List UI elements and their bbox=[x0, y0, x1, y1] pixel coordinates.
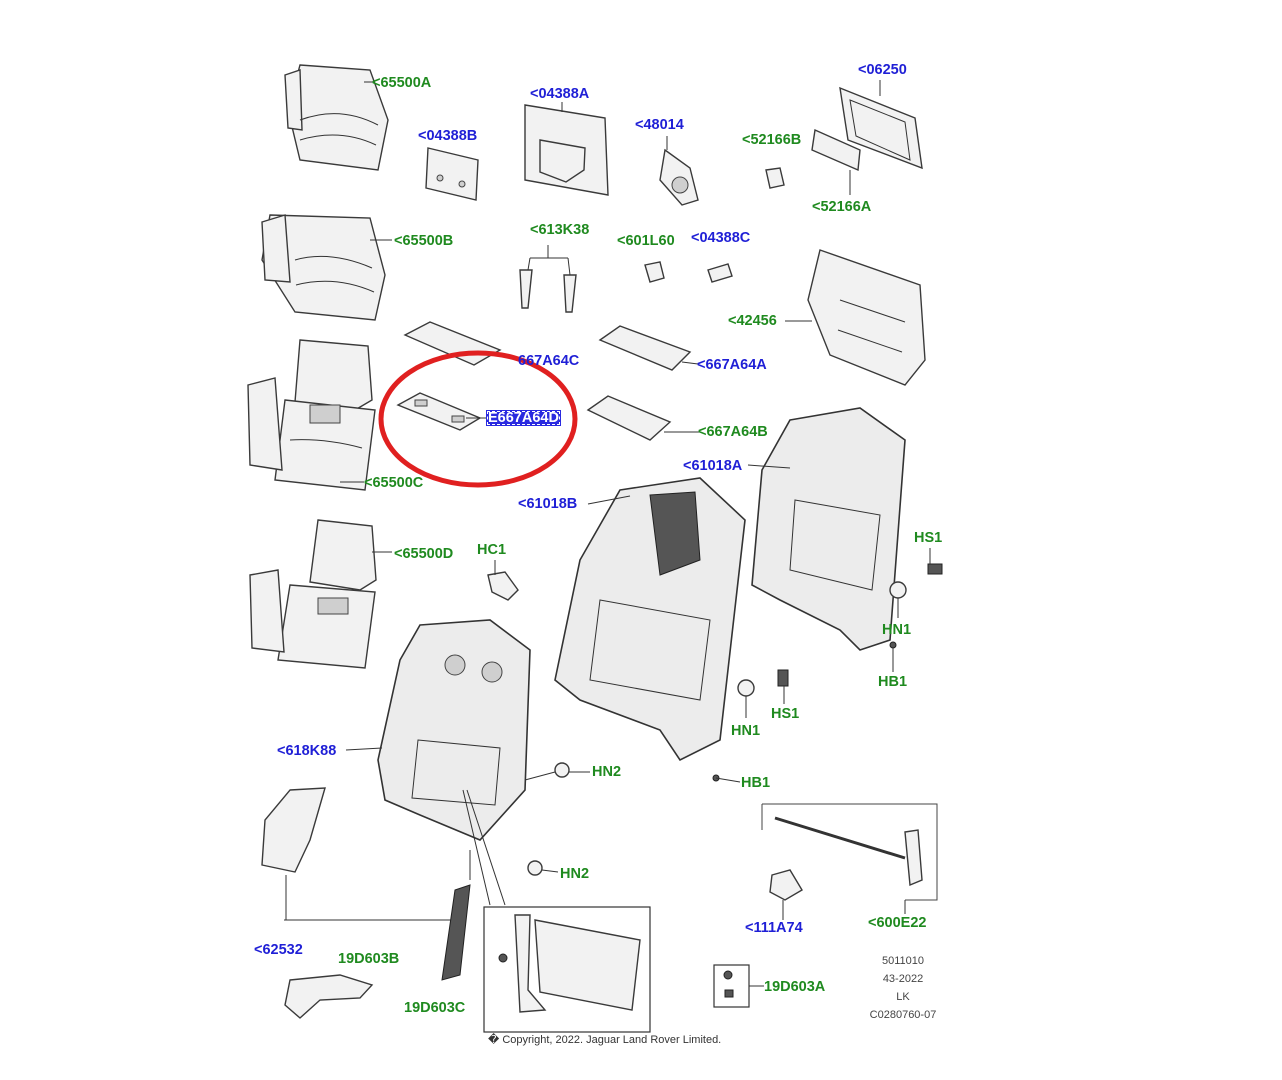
label-HB1-middle[interactable]: HB1 bbox=[741, 775, 771, 791]
meta-line-4: C0280760-07 bbox=[869, 1009, 937, 1021]
part-HC1-drawing bbox=[487, 560, 519, 601]
label-04388A[interactable]: <04388A bbox=[530, 86, 590, 102]
part-04388B-drawing bbox=[425, 147, 479, 201]
part-618K88-drawing bbox=[345, 619, 531, 841]
label-19D603C[interactable]: 19D603C bbox=[404, 1000, 466, 1016]
label-65500B[interactable]: <65500B bbox=[394, 233, 454, 249]
label-HS1-middle[interactable]: HS1 bbox=[771, 706, 800, 722]
meta-line-1: 5011010 bbox=[881, 955, 924, 967]
label-04388C[interactable]: <04388C bbox=[691, 230, 751, 246]
part-61018B-drawing bbox=[554, 477, 746, 762]
label-19D603A[interactable]: 19D603A bbox=[764, 979, 826, 995]
label-61018A[interactable]: <61018A bbox=[683, 458, 743, 474]
meta-line-2: 43-2022 bbox=[882, 973, 924, 985]
label-52166A[interactable]: <52166A bbox=[812, 199, 872, 215]
label-42456[interactable]: <42456 bbox=[728, 313, 777, 329]
label-52166B[interactable]: <52166B bbox=[742, 132, 802, 148]
part-48014-drawing bbox=[659, 136, 699, 206]
part-04388A-drawing bbox=[524, 102, 609, 196]
part-52166-drawing bbox=[765, 128, 861, 195]
label-HN2-lower[interactable]: HN2 bbox=[560, 866, 590, 882]
meta-line-3: LK bbox=[896, 991, 910, 1003]
label-HC1[interactable]: HC1 bbox=[477, 542, 507, 558]
label-65500D[interactable]: <65500D bbox=[394, 546, 454, 562]
fasteners-right-drawing bbox=[889, 548, 943, 672]
part-04388C-drawing bbox=[707, 263, 733, 283]
fasteners-HN2-drawing bbox=[524, 762, 590, 876]
label-65500A[interactable]: <65500A bbox=[372, 75, 432, 91]
label-667A64B[interactable]: <667A64B bbox=[698, 424, 768, 440]
part-667A64A-drawing bbox=[598, 325, 699, 371]
label-HN1-right[interactable]: HN1 bbox=[882, 622, 912, 638]
label-618K88[interactable]: <618K88 bbox=[277, 743, 337, 759]
part-06250-drawing bbox=[839, 80, 923, 170]
label-111A74[interactable]: <111A74 bbox=[745, 920, 803, 936]
part-19D603C-drawing bbox=[441, 850, 471, 981]
part-65500A-drawing bbox=[284, 64, 389, 171]
part-667A64C-drawing bbox=[403, 321, 502, 366]
label-62532[interactable]: <62532 bbox=[254, 942, 303, 958]
label-667A64D-highlighted[interactable]: E667A64D bbox=[486, 410, 561, 426]
label-19D603B[interactable]: 19D603B bbox=[338, 951, 400, 967]
part-600E22-drawing bbox=[761, 803, 938, 914]
label-667A64C[interactable]: 667A64C bbox=[518, 353, 580, 369]
highlight-circle bbox=[378, 350, 578, 488]
part-111A74-drawing bbox=[769, 869, 803, 920]
part-19D603B-drawing bbox=[284, 974, 374, 1019]
part-65500D-drawing bbox=[249, 519, 392, 669]
fasteners-middle-drawing bbox=[712, 669, 789, 783]
label-06250[interactable]: <06250 bbox=[858, 62, 907, 78]
part-601L60-drawing bbox=[644, 261, 665, 283]
part-667A64D-drawing bbox=[396, 392, 486, 431]
part-65500C-drawing bbox=[247, 339, 376, 491]
label-HS1-right[interactable]: HS1 bbox=[914, 530, 943, 546]
label-48014[interactable]: <48014 bbox=[635, 117, 684, 133]
part-62532-drawing bbox=[261, 787, 460, 921]
part-42456-drawing bbox=[785, 249, 926, 386]
label-601L60[interactable]: <601L60 bbox=[617, 233, 675, 249]
label-HN1-middle[interactable]: HN1 bbox=[731, 723, 761, 739]
part-61018A-drawing bbox=[747, 407, 906, 651]
diagram-meta: 5011010 43-2022 LK C0280760-07 bbox=[858, 954, 948, 1022]
label-600E22[interactable]: <600E22 bbox=[868, 915, 927, 931]
part-667A64B-drawing bbox=[586, 395, 700, 441]
copyright-notice: � Copyright, 2022. Jaguar Land Rover Lim… bbox=[488, 1034, 722, 1046]
inset-detail-drawing bbox=[462, 789, 651, 1033]
label-HN2-upper[interactable]: HN2 bbox=[592, 764, 622, 780]
part-613K38-drawing bbox=[519, 245, 577, 313]
label-613K38[interactable]: <613K38 bbox=[530, 222, 590, 238]
label-65500C[interactable]: <65500C bbox=[364, 475, 424, 491]
label-04388B[interactable]: <04388B bbox=[418, 128, 478, 144]
part-19D603A-drawing bbox=[713, 964, 764, 1008]
part-65500B-drawing bbox=[261, 214, 392, 321]
label-HB1-right[interactable]: HB1 bbox=[878, 674, 908, 690]
label-667A64A[interactable]: <667A64A bbox=[697, 357, 767, 373]
label-61018B[interactable]: <61018B bbox=[518, 496, 578, 512]
